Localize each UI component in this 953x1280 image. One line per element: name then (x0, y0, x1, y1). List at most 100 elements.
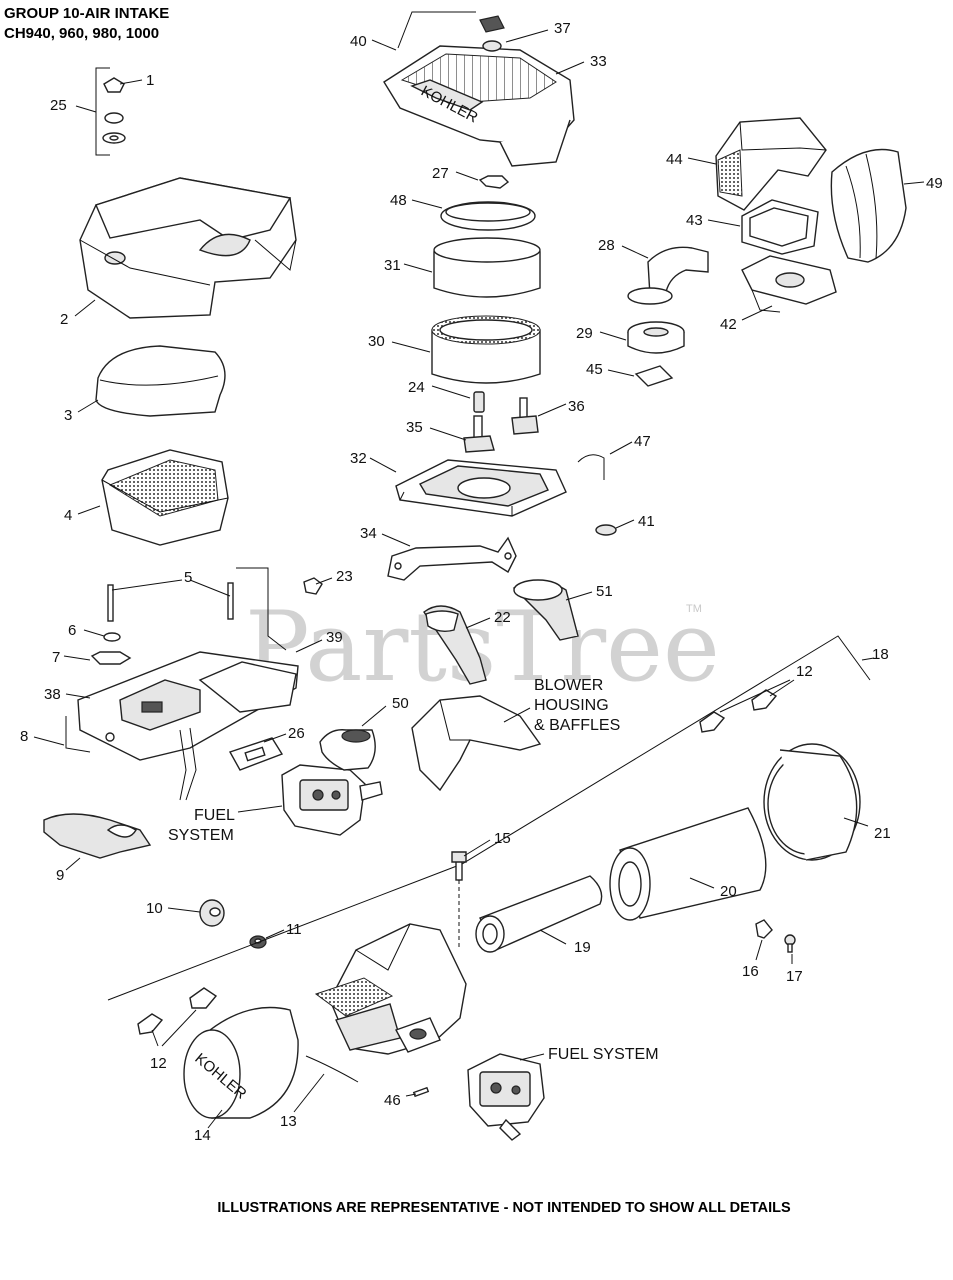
part-10-cap (199, 899, 225, 927)
callout-29: 29 (576, 325, 593, 342)
callout-22: 22 (494, 609, 511, 626)
callout-49: 49 (926, 175, 943, 192)
callout-48: 48 (390, 192, 407, 209)
callout-13: 13 (280, 1113, 297, 1130)
callout-42: 42 (720, 316, 737, 333)
part-33-top-cover: KOHLER (383, 45, 575, 167)
callout-9: 9 (56, 867, 64, 884)
part-17-screw (784, 934, 796, 953)
part-37-knob (479, 15, 505, 52)
part-22-intake-duct (423, 605, 487, 685)
part-20-main-filter (609, 807, 767, 921)
callout-5: 5 (184, 569, 192, 586)
callout-3: 3 (64, 407, 72, 424)
callout-40: 40 (350, 33, 367, 50)
watermark-tm: TM (686, 603, 702, 615)
callout-36: 36 (568, 398, 585, 415)
part-32-base-pan (395, 459, 567, 517)
callout-45: 45 (586, 361, 603, 378)
callout-38: 38 (44, 686, 61, 703)
part-51-intake-duct (512, 579, 579, 641)
part-23-clip (303, 577, 323, 595)
callout-12-left: 12 (150, 1055, 167, 1072)
part-46-pin (412, 1086, 430, 1098)
part-24-spacer (473, 391, 485, 413)
label-blower-line1: BLOWER (534, 677, 603, 694)
callout-7: 7 (52, 649, 60, 666)
callout-26: 26 (288, 725, 305, 742)
part-25-hardware-group (95, 67, 126, 156)
part-12-clips-left (137, 987, 218, 1035)
label-blower-line3: & BAFFLES (534, 717, 620, 734)
callout-17: 17 (786, 968, 803, 985)
part-36-stud (511, 397, 539, 435)
footer-disclaimer: ILLUSTRATIONS ARE REPRESENTATIVE - NOT I… (217, 1200, 791, 1216)
part-3-precleaner (95, 345, 226, 417)
part-45-gasket (634, 365, 674, 387)
callout-1: 1 (146, 72, 154, 89)
label-blower-line2: HOUSING (534, 697, 609, 714)
part-49-side-panel (830, 148, 907, 263)
callout-27: 27 (432, 165, 449, 182)
part-15-bolt (451, 851, 467, 881)
callout-16: 16 (742, 963, 759, 980)
callout-4: 4 (64, 507, 72, 524)
assembly-frame (107, 635, 871, 1001)
callout-20: 20 (720, 883, 737, 900)
part-41-clamp (595, 524, 617, 536)
part-30-filter (431, 315, 541, 384)
callout-8: 8 (20, 728, 28, 745)
callout-50: 50 (392, 695, 409, 712)
callout-21: 21 (874, 825, 891, 842)
part-19-inner-tube (475, 875, 603, 953)
part-35-stud (463, 415, 495, 453)
part-26-gasket (228, 737, 284, 771)
callout-28: 28 (598, 237, 615, 254)
part-47-hose (577, 454, 605, 480)
air-cleaner-housing (314, 923, 467, 1055)
callout-44: 44 (666, 151, 683, 168)
callout-46: 46 (384, 1092, 401, 1109)
fuel-system-left-carburetor (281, 764, 383, 836)
part-44-cover (715, 117, 827, 211)
part-7-wing-nut (90, 651, 132, 665)
part-14-end-cap: KOHLER (183, 1006, 299, 1119)
callout-24: 24 (408, 379, 425, 396)
part-28-elbow (627, 246, 709, 305)
callout-6: 6 (68, 622, 76, 639)
callout-34: 34 (360, 525, 377, 542)
part-2-air-cleaner-cover (79, 177, 297, 319)
callout-32: 32 (350, 450, 367, 467)
watermark-text: PartsTree (245, 591, 720, 703)
callout-30: 30 (368, 333, 385, 350)
callout-47: 47 (634, 433, 651, 450)
part-9-intake-elbow (43, 813, 152, 859)
callout-14: 14 (194, 1127, 211, 1144)
part-5-studs (107, 582, 234, 622)
part-27-wing-nut (478, 175, 510, 189)
part-42-bracket (741, 255, 837, 313)
part-34-bracket (387, 536, 517, 581)
callout-12-right: 12 (796, 663, 813, 680)
part-50-elbow (319, 729, 376, 771)
callout-15: 15 (494, 830, 511, 847)
callout-33: 33 (590, 53, 607, 70)
blower-housing-baffles (411, 695, 542, 792)
callout-11: 11 (286, 921, 302, 938)
label-fuel-left-line1: FUEL (194, 807, 235, 824)
callout-31: 31 (384, 257, 401, 274)
part-29-adapter (627, 321, 685, 354)
label-fuel-left-line2: SYSTEM (168, 827, 234, 844)
part-43-air-filter-element (741, 199, 819, 255)
part-21-housing (763, 743, 861, 861)
header-line1: GROUP 10-AIR INTAKE (4, 5, 169, 22)
part-38-air-cleaner-base (77, 651, 299, 801)
callout-39: 39 (326, 629, 343, 646)
callout-2: 2 (60, 311, 68, 328)
callout-10: 10 (146, 900, 163, 917)
callout-numbers: 1 2 3 4 5 6 7 8 9 10 11 12 12 13 14 15 1… (20, 20, 943, 1144)
part-31-precleaner (433, 237, 541, 298)
callout-18: 18 (872, 646, 889, 663)
callout-23: 23 (336, 568, 353, 585)
